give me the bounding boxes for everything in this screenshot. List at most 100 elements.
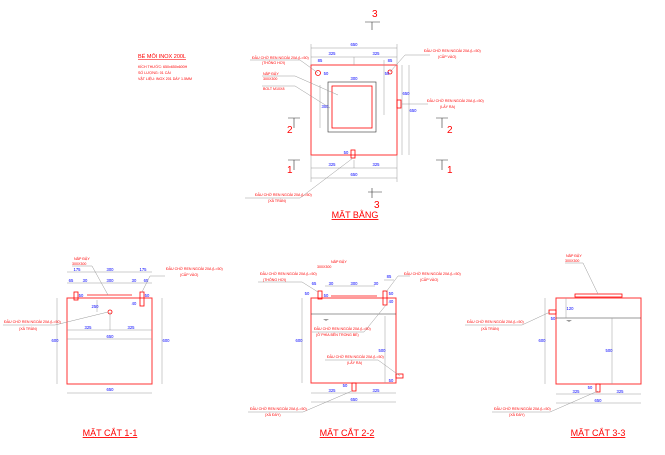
inlet-label: ĐẦU CHỜ REN NGOÀI 20A (L=50) xyxy=(424,48,481,53)
dim: 325 xyxy=(373,388,381,393)
inlet-sublabel: (CẤP VÀO) xyxy=(180,273,198,277)
section-2-2: 65 30 300 30 85 50 50 50 40 600 500 50 5… xyxy=(248,259,461,438)
section-arrows xyxy=(288,21,448,198)
dim: 175 xyxy=(140,267,148,272)
dim: 325 xyxy=(573,389,581,394)
lid-inner xyxy=(331,85,373,129)
lid-size-label: 300X300 xyxy=(565,259,579,263)
lid xyxy=(574,293,623,298)
section-1-1: 175 300 175 65 30 300 30 65 50 50 250 40… xyxy=(3,256,223,438)
dim-lid: 300 xyxy=(351,76,359,81)
dim: 325 xyxy=(329,388,337,393)
dimension-lines xyxy=(310,44,410,182)
water-level-icon xyxy=(566,320,572,322)
bolt-label: BOLT M10X8 xyxy=(263,87,284,91)
dim: 30 xyxy=(83,278,88,283)
dim: 500 xyxy=(606,348,614,353)
section-3-3: 120 50 600 500 50 325 325 650 NẮP ĐẬY 30… xyxy=(465,253,642,438)
tank-outline xyxy=(66,297,153,385)
water-level-icon xyxy=(323,319,329,321)
notes-title: BỂ MÔI INOX 200L xyxy=(138,53,186,60)
inlet-sublabel: (CẤP VÀO) xyxy=(420,278,438,282)
dim-small: 50 xyxy=(385,71,390,76)
drain-fitting xyxy=(595,383,601,393)
drain-fitting xyxy=(351,382,357,392)
dim: 650 xyxy=(595,398,603,403)
section-1-title: MẶT CẮT 1-1 xyxy=(83,428,138,438)
drain-label: ĐẦU CHỜ REN NGOÀI 20A (L=50) xyxy=(494,406,551,411)
dim-half: 325 xyxy=(329,162,337,167)
dim-half: 325 xyxy=(373,51,381,56)
dim: 650 xyxy=(107,387,115,392)
inside-fitting-label: ĐẦU CHỜ REN NGOÀI 20A (L=50) xyxy=(314,326,371,331)
dim: 600 xyxy=(163,338,171,343)
dim: 40 xyxy=(389,299,394,304)
dim: 300 xyxy=(107,267,115,272)
dim: 85 xyxy=(387,274,392,279)
dim-depth: 650 xyxy=(410,108,418,113)
vent-sublabel: (THÔNG HƠI) xyxy=(262,60,285,65)
dim: 65 xyxy=(144,278,149,283)
section-mark-1: 1 xyxy=(287,165,293,176)
dim: 40 xyxy=(132,301,137,306)
outlet-label: ĐẦU CHỜ REN NGOÀI 20A (L=50) xyxy=(427,98,484,103)
lid-size-label: 300X300 xyxy=(317,265,331,269)
drain-label: ĐẦU CHỜ REN NGOÀI 20A (L=50) xyxy=(250,406,307,411)
inside-fitting-sublabel: (Ở PHÍA BÊN TRONG BỂ) xyxy=(316,332,359,337)
dim: 30 xyxy=(132,278,137,283)
dim: 50 xyxy=(343,383,348,388)
section-2-title: MẶT CẮT 2-2 xyxy=(320,428,375,438)
outlet-label: ĐẦU CHỜ REN NGOÀI 20A (L=50) xyxy=(327,354,384,359)
lid-label: NẮP ĐẬY xyxy=(331,259,347,264)
leader-lines xyxy=(465,262,599,413)
drain-label: ĐẦU CHỜ REN NGOÀI 20A (L=50) xyxy=(255,192,312,197)
dim: 50 xyxy=(145,293,150,298)
plan-view: 650 325 325 325 325 650 300 300 650 650 … xyxy=(245,9,484,220)
dim: 175 xyxy=(74,267,82,272)
dim-width: 650 xyxy=(351,42,359,47)
dim: 325 xyxy=(617,389,625,394)
dim: 65 xyxy=(312,281,317,286)
dim: 650 xyxy=(351,397,359,402)
drain-fitting xyxy=(350,149,356,159)
dim-lid: 300 xyxy=(322,104,330,109)
section-mark-1: 1 xyxy=(447,165,453,176)
inlet-label: ĐẦU CHỜ REN NGOÀI 20A (L=50) xyxy=(404,271,461,276)
dim: 250 xyxy=(92,304,100,309)
lid-outer xyxy=(327,81,377,133)
vent-fitting xyxy=(317,290,323,300)
leader-lines xyxy=(3,265,165,326)
vent-label: ĐẦU CHỜ REN NGOÀI 20A (L=50) xyxy=(260,271,317,276)
inlet-label: ĐẦU CHỜ REN NGOÀI 20A (L=50) xyxy=(166,266,223,271)
dim: 50 xyxy=(389,378,394,383)
lid-size-label: 300X300 xyxy=(72,262,86,266)
overflow-label: ĐẦU CHỜ REN NGOÀI 20A (L=50) xyxy=(467,319,524,324)
plan-title: MẶT BẰNG xyxy=(332,210,379,220)
dim: 50 xyxy=(305,291,310,296)
dim: 30 xyxy=(329,281,334,286)
dimension-lines xyxy=(56,271,163,394)
lid-label: NẮP ĐẬY xyxy=(566,253,582,258)
dim: 50 xyxy=(588,385,593,390)
dim-width: 650 xyxy=(351,172,359,177)
dim: 325 xyxy=(85,325,93,330)
dim: 300 xyxy=(351,281,359,286)
dim-small: 85 xyxy=(318,58,323,63)
dim: 500 xyxy=(379,348,387,353)
dim-half: 325 xyxy=(373,162,381,167)
dimension-lines xyxy=(301,279,396,403)
section-mark-3: 3 xyxy=(374,200,380,211)
dim-small: 50 xyxy=(344,150,349,155)
drain-sublabel: (XẢ TRÀN) xyxy=(268,198,286,203)
dim: 50 xyxy=(79,293,84,298)
dim-half: 325 xyxy=(329,51,337,56)
dim: 50 xyxy=(389,291,394,296)
lid-label: NẮP ĐẬY xyxy=(74,256,90,261)
dim: 50 xyxy=(551,316,556,321)
outlet-fitting xyxy=(396,99,402,109)
dim-small: 50 xyxy=(324,71,329,76)
overflow-sublabel: (XẢ TRÀN) xyxy=(19,326,37,331)
outlet-sublabel: (LẤY RA) xyxy=(440,105,455,109)
dim: 300 xyxy=(107,278,115,283)
note-line: SỐ LƯỢNG: 01 CÁI xyxy=(138,70,171,75)
